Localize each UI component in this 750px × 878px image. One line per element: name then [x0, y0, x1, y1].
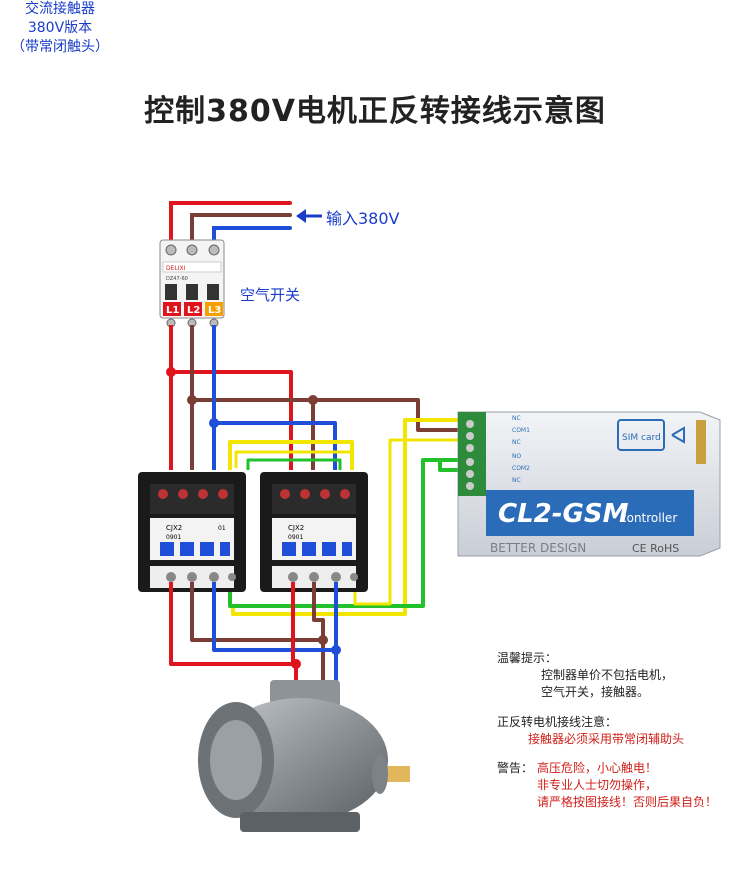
- air-breaker: DELIXI DZ47-60 L1 L2 L3: [159, 239, 225, 328]
- breaker-label: 空气开关: [240, 286, 301, 304]
- junction-dots: [166, 367, 318, 428]
- terminal-l1: L1: [166, 305, 179, 316]
- contactor-label: 交流接触器 380V版本 （带常闭触头）: [0, 0, 120, 57]
- contactor-left: CJX2 0901 01: [138, 472, 246, 592]
- tips-heading: 温馨提示：: [497, 651, 558, 665]
- tips-line: 空气开关，接触器。: [541, 685, 650, 699]
- motor-illustration: [198, 680, 410, 832]
- terminal-l2: L2: [187, 305, 200, 316]
- terminal-l3: L3: [208, 305, 221, 316]
- sim-label: SIM card: [622, 433, 661, 443]
- breaker-model: DZ47-60: [166, 276, 188, 282]
- contactor-label-line-2: 380V版本: [27, 20, 93, 36]
- breaker-brand: DELIXI: [166, 265, 186, 272]
- input-voltage-label: 输入380V: [326, 209, 400, 228]
- input-arrow-icon: [296, 209, 322, 223]
- sim-arrow-icon: [671, 426, 685, 444]
- motor-wires: [169, 582, 338, 690]
- reverse-heading: 正反转电机接线注意：: [497, 715, 618, 729]
- input-wires: [169, 201, 292, 245]
- page-title: 控制380V电机正反转接线示意图: [144, 94, 606, 129]
- warning-line: 高压危险，小心触电！: [537, 761, 658, 775]
- controller-brand: CL2-GSM: [498, 499, 629, 529]
- term-nc1: NC: [512, 415, 521, 422]
- controller-sub: controller: [620, 511, 677, 525]
- controller-cert: CE RoHS: [632, 542, 679, 555]
- term-nc3: NC: [512, 477, 521, 484]
- warning-line: 请严格按图接线！否则后果自负！: [537, 795, 718, 809]
- term-no: NO: [512, 453, 521, 460]
- contactor-label-line-1: 交流接触器: [25, 1, 95, 17]
- term-nc2: NC: [512, 439, 521, 446]
- contactor-aux: 01: [218, 525, 226, 532]
- contactor-sub-2: 0901: [288, 534, 303, 541]
- contactor-label-line-3: （带常闭触头）: [11, 39, 109, 55]
- contactor-model-2: CJX2: [288, 524, 304, 532]
- term-com2: COM2: [512, 465, 530, 472]
- warning-line: 非专业人士切勿操作，: [537, 778, 658, 792]
- contactor-right: CJX2 0901: [260, 472, 368, 592]
- term-com1: COM1: [512, 427, 530, 434]
- reverse-line: 接触器必须采用带常闭辅助头: [528, 732, 685, 746]
- gsm-controller: CL2-GSM controller BETTER DESIGN CE RoHS…: [457, 411, 721, 557]
- controller-maker: BETTER DESIGN: [490, 541, 586, 555]
- warning-heading: 警告：: [497, 761, 534, 775]
- contactor-sub: 0901: [166, 534, 181, 541]
- tips-line: 控制器单价不包括电机，: [541, 668, 674, 682]
- motor-junctions: [291, 635, 341, 669]
- contactor-model: CJX2: [166, 524, 182, 532]
- control-wires: [228, 418, 460, 616]
